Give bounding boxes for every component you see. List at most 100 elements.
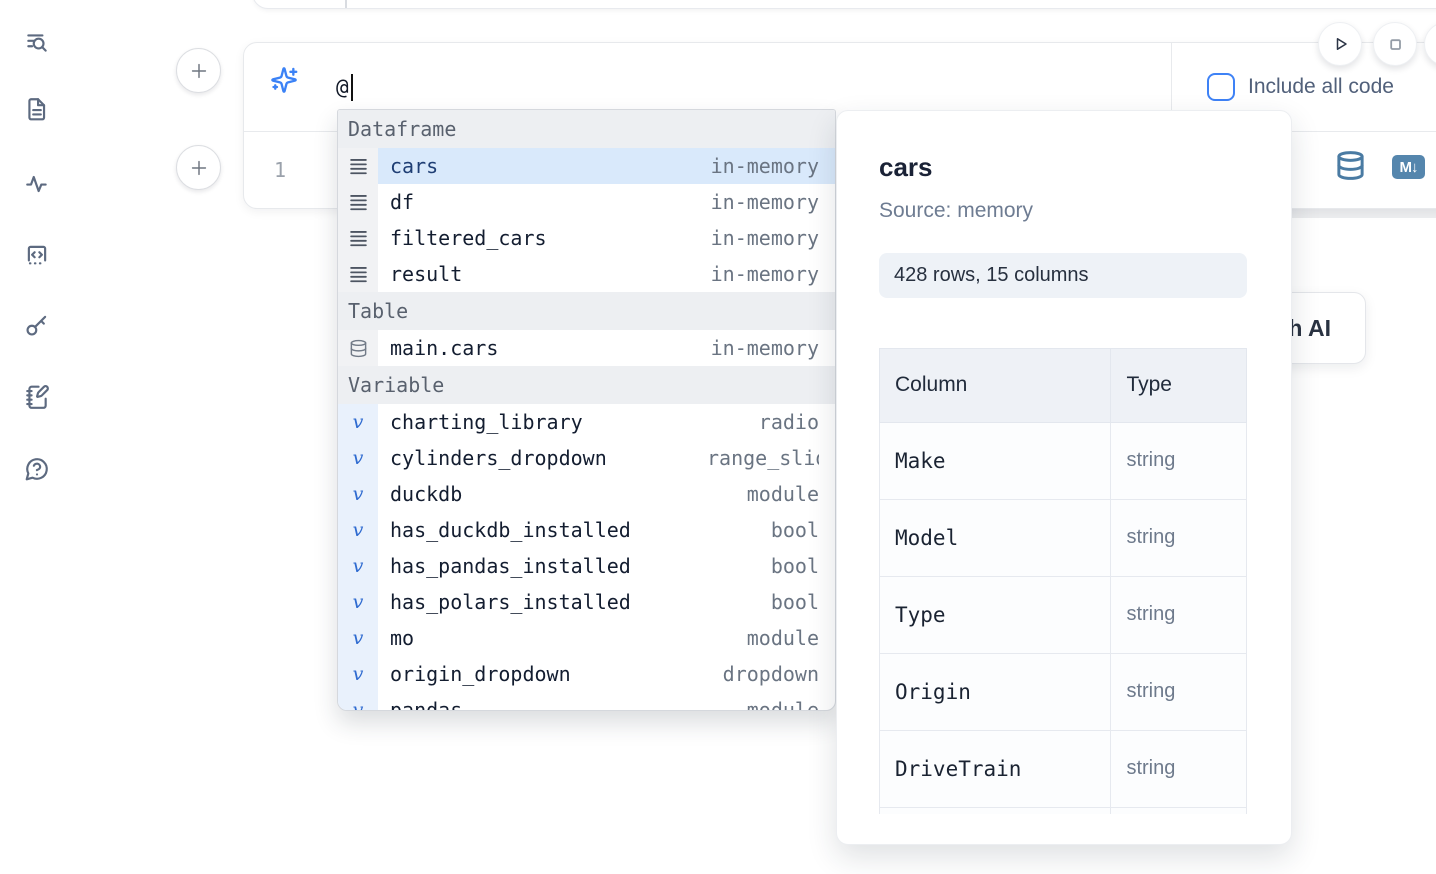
markdown-convert-icon[interactable]: M↓ <box>1392 155 1425 179</box>
autocomplete-item-label: filtered_cars <box>390 226 547 250</box>
sidebar-item-help[interactable] <box>18 450 56 488</box>
autocomplete-item-gutter <box>338 256 378 292</box>
code-editor-row[interactable]: 1 M↓ <box>244 132 1436 208</box>
add-cell-above-button[interactable] <box>176 48 221 93</box>
include-all-code-checkbox[interactable] <box>1207 73 1235 101</box>
plus-icon <box>191 160 206 175</box>
autocomplete-item-detail: module <box>746 698 819 711</box>
preview-title: cars <box>879 152 933 182</box>
autocomplete-item-label: has_pandas_installed <box>390 554 631 578</box>
play-icon <box>1336 38 1347 50</box>
variable-icon: v <box>352 446 364 469</box>
list-search-icon <box>27 34 47 52</box>
autocomplete-item-gutter: v <box>338 512 378 548</box>
plus-icon <box>191 63 206 78</box>
autocomplete-item-detail: in-memory <box>710 154 819 178</box>
sidebar-item-scratchpad[interactable] <box>18 378 56 416</box>
autocomplete-item-gutter <box>338 330 378 366</box>
autocomplete-item-detail: range_slider <box>707 446 819 470</box>
autocomplete-item-gutter: v <box>338 440 378 476</box>
autocomplete-item-label: mo <box>390 626 415 650</box>
autocomplete-item-label: df <box>390 190 415 214</box>
add-cell-below-button[interactable] <box>176 145 221 190</box>
schema-column-name <box>879 806 1112 814</box>
autocomplete-item-gutter: v <box>338 656 378 692</box>
sidebar-item-snippets[interactable] <box>18 236 56 274</box>
sidebar-item-activity[interactable] <box>18 165 56 203</box>
rows-icon <box>349 266 367 282</box>
variable-icon: v <box>352 698 364 711</box>
autocomplete-item-has_pandas_installed[interactable]: v has_pandas_installed bool <box>338 548 835 584</box>
code-snippet-icon <box>27 245 47 265</box>
autocomplete-item-main: duckdb module <box>378 476 835 512</box>
file-text-icon <box>28 98 46 121</box>
type-header: Type <box>1110 347 1247 423</box>
autocomplete-item-gutter: v <box>338 404 378 440</box>
ai-prompt-value: @ <box>336 75 349 99</box>
autocomplete-item-label: cars <box>390 154 439 178</box>
rows-icon <box>349 230 367 246</box>
schema-column-type: string <box>1110 575 1247 654</box>
variable-icon: v <box>352 482 364 505</box>
autocomplete-item-main: has_pandas_installed bool <box>378 548 835 584</box>
autocomplete-item-cars[interactable]: cars in-memory <box>338 148 835 184</box>
autocomplete-item-label: pandas <box>390 698 463 711</box>
sparkles-icon <box>270 66 298 94</box>
run-cell-button[interactable] <box>1318 22 1362 66</box>
autocomplete-item-pandas[interactable]: v pandas module <box>338 692 835 711</box>
schema-column-type: string <box>1110 498 1247 577</box>
autocomplete-item-mo[interactable]: v mo module <box>338 620 835 656</box>
key-icon <box>26 315 47 336</box>
autocomplete-item-detail: bool <box>770 554 819 578</box>
schema-column-type <box>1110 806 1247 814</box>
autocomplete-item-gutter: v <box>338 548 378 584</box>
previous-cell-gutter-line <box>345 0 347 8</box>
autocomplete-section-header: Dataframe <box>338 110 835 148</box>
autocomplete-item-detail: module <box>746 482 819 506</box>
autocomplete-item-label: origin_dropdown <box>390 662 571 686</box>
variable-icon: v <box>352 626 364 649</box>
stop-kernel-button[interactable] <box>1373 22 1417 66</box>
include-all-code-label: Include all code <box>1248 75 1394 98</box>
preview-source: Source: memory <box>879 198 1034 222</box>
variable-icon: v <box>352 662 364 685</box>
sidebar-item-secrets[interactable] <box>18 306 56 344</box>
previous-cell-edge <box>252 0 1436 9</box>
autocomplete-item-label: duckdb <box>390 482 463 506</box>
autocomplete-item-label: result <box>390 262 463 286</box>
variable-icon: v <box>352 410 364 433</box>
sidebar-item-table-of-contents-search[interactable] <box>18 24 56 62</box>
variable-icon: v <box>352 590 364 613</box>
autocomplete-item-label: has_duckdb_installed <box>390 518 631 542</box>
ai-prompt-input[interactable]: @ <box>336 43 353 131</box>
autocomplete-item-gutter: v <box>338 620 378 656</box>
autocomplete-item-duckdb[interactable]: v duckdb module <box>338 476 835 512</box>
prompt-divider <box>1171 43 1172 131</box>
database-icon[interactable] <box>1335 150 1366 181</box>
variable-icon: v <box>352 518 364 541</box>
sidebar <box>18 0 74 874</box>
autocomplete-item-main: cars in-memory <box>378 148 835 184</box>
autocomplete-item-detail: module <box>746 626 819 650</box>
sidebar-item-files[interactable] <box>18 90 56 128</box>
